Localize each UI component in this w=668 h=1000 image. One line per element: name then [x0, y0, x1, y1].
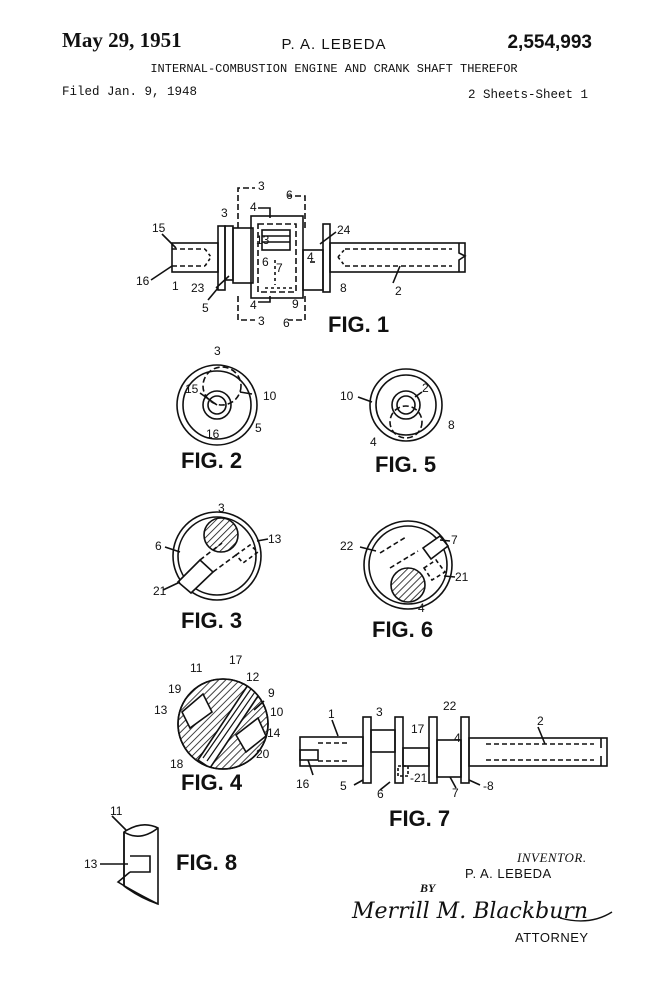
svg-text:16: 16 [136, 274, 150, 288]
svg-text:15: 15 [152, 221, 166, 235]
figure-4-labels: 11 17 19 12 9 13 10 14 18 20 FIG. 4 [154, 653, 284, 795]
svg-text:5: 5 [202, 301, 209, 315]
svg-text:24: 24 [337, 223, 351, 237]
svg-text:12: 12 [246, 670, 260, 684]
figure-7-labels: 1 3 22 2 17 4 16 5 6 -21 7 -8 FIG. 7 [296, 699, 544, 831]
svg-text:9: 9 [292, 297, 299, 311]
svg-text:FIG. 2: FIG. 2 [181, 448, 242, 473]
svg-text:13: 13 [256, 233, 270, 247]
svg-text:FIG. 6: FIG. 6 [372, 617, 433, 642]
svg-text:4: 4 [307, 250, 314, 264]
svg-text:5: 5 [340, 779, 347, 793]
svg-text:3: 3 [258, 314, 265, 328]
svg-text:18: 18 [170, 757, 184, 771]
svg-text:3: 3 [258, 179, 265, 193]
figure-5-labels: 10 2 4 8 FIG. 5 [340, 381, 455, 477]
svg-text:7: 7 [451, 533, 458, 547]
svg-text:FIG. 7: FIG. 7 [389, 806, 450, 831]
svg-text:3: 3 [218, 501, 225, 515]
svg-text:-8: -8 [483, 779, 494, 793]
sheet-count: 2 Sheets-Sheet 1 [467, 88, 588, 102]
svg-text:16: 16 [206, 427, 220, 441]
svg-text:4: 4 [418, 601, 425, 615]
figure-8 [100, 815, 159, 906]
svg-text:8: 8 [340, 281, 347, 295]
svg-text:8: 8 [448, 418, 455, 432]
figure-2-labels: 3 15 10 16 5 FIG. 2 [181, 344, 277, 473]
filed-date: Filed Jan. 9, 1948 [62, 85, 198, 99]
svg-text:10: 10 [263, 389, 277, 403]
svg-text:17: 17 [229, 653, 243, 667]
attorney-label: ATTORNEY [515, 930, 589, 945]
svg-text:5: 5 [255, 421, 262, 435]
svg-text:13: 13 [84, 857, 98, 871]
svg-text:3: 3 [214, 344, 221, 358]
svg-text:13: 13 [154, 703, 168, 717]
svg-text:FIG. 4: FIG. 4 [181, 770, 243, 795]
svg-text:20: 20 [256, 747, 270, 761]
svg-text:19: 19 [168, 682, 182, 696]
svg-text:22: 22 [443, 699, 457, 713]
figure-2 [176, 364, 258, 446]
svg-text:14: 14 [267, 726, 281, 740]
figure-1 [150, 187, 467, 321]
svg-text:FIG. 3: FIG. 3 [181, 608, 242, 633]
svg-text:17: 17 [411, 722, 425, 736]
svg-text:21: 21 [153, 584, 167, 598]
svg-text:3: 3 [376, 705, 383, 719]
svg-text:4: 4 [250, 298, 257, 312]
svg-text:22: 22 [340, 539, 354, 553]
svg-text:6: 6 [286, 188, 293, 202]
patent-number: 2,554,993 [507, 32, 592, 53]
svg-text:2: 2 [537, 714, 544, 728]
figure-3 [162, 511, 269, 601]
inventor-name: P. A. LEBEDA [465, 866, 552, 881]
figure-5 [357, 368, 443, 442]
figure-7 [299, 716, 608, 791]
svg-text:6: 6 [283, 316, 290, 330]
patent-title: INTERNAL-COMBUSTION ENGINE AND CRANK SHA… [150, 62, 518, 76]
svg-text:21: 21 [455, 570, 469, 584]
figure-6 [359, 520, 456, 610]
svg-text:15: 15 [185, 382, 199, 396]
svg-text:13: 13 [268, 532, 282, 546]
svg-text:10: 10 [340, 389, 354, 403]
svg-text:FIG. 1: FIG. 1 [328, 312, 389, 337]
patent-date: May 29, 1951 [62, 28, 182, 52]
by-label: BY [420, 881, 436, 895]
svg-text:FIG. 5: FIG. 5 [375, 452, 436, 477]
svg-text:2: 2 [395, 284, 402, 298]
figure-6-labels: 22 7 21 4 FIG. 6 [340, 533, 469, 642]
svg-text:Merrill M. Blackburn: Merrill M. Blackburn [351, 899, 588, 924]
inventor-label: INVENTOR. [517, 850, 587, 865]
svg-text:11: 11 [190, 661, 203, 675]
svg-text:-21: -21 [410, 771, 428, 785]
svg-text:7: 7 [452, 786, 459, 800]
svg-text:9: 9 [268, 686, 275, 700]
header-inventor: P. A. LEBEDA [281, 36, 387, 53]
figure-1-labels: 3 6 4 3 15 13 24 16 6 7 4 23 1 8 2 5 4 9… [136, 179, 402, 337]
svg-text:23: 23 [191, 281, 205, 295]
svg-text:11: 11 [110, 804, 123, 818]
svg-text:FIG. 8: FIG. 8 [176, 850, 237, 875]
attorney-signature: Merrill M. Blackburn [351, 899, 613, 924]
svg-text:6: 6 [377, 787, 384, 801]
figure-4 [177, 678, 269, 770]
figure-8-labels: 11 13 FIG. 8 [84, 804, 237, 875]
svg-text:6: 6 [262, 255, 269, 269]
figure-3-labels: 3 6 13 21 FIG. 3 [153, 501, 282, 633]
svg-text:7: 7 [276, 261, 283, 275]
svg-text:10: 10 [270, 705, 284, 719]
svg-text:4: 4 [370, 435, 377, 449]
svg-text:6: 6 [155, 539, 162, 553]
svg-text:1: 1 [328, 707, 335, 721]
svg-text:4: 4 [454, 731, 461, 745]
svg-text:2: 2 [422, 381, 429, 395]
svg-text:4: 4 [250, 200, 257, 214]
svg-text:1: 1 [172, 279, 179, 293]
svg-text:16: 16 [296, 777, 310, 791]
svg-text:3: 3 [221, 206, 228, 220]
